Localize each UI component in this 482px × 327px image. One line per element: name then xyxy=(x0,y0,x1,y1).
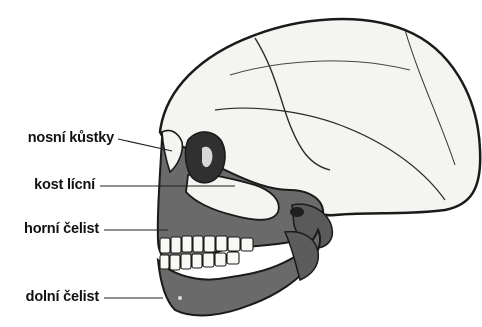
label-nasal-bones: nosní kůstky xyxy=(28,131,114,146)
label-mandible: dolní čelist xyxy=(26,290,99,305)
mental-foramen xyxy=(178,296,182,300)
label-zygomatic-bone: kost lícní xyxy=(34,178,95,193)
upper-teeth xyxy=(160,236,253,253)
label-maxilla: horní čelist xyxy=(24,222,99,237)
lower-teeth xyxy=(160,252,239,270)
ear-opening xyxy=(290,207,304,217)
